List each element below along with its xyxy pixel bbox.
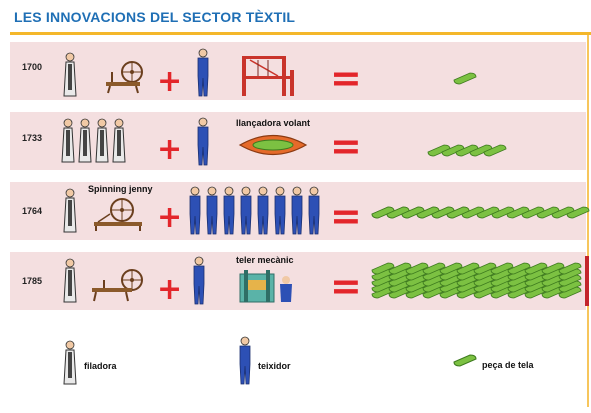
- row-band-1700: [10, 42, 586, 100]
- cloth-piece-icon: [422, 262, 446, 275]
- plus-operator: +: [157, 272, 183, 307]
- spinner-figure-icon: [61, 118, 75, 163]
- weaver-figure-icon: [197, 117, 209, 166]
- cloth-piece-icon: [371, 262, 395, 275]
- page-marker: [585, 256, 589, 306]
- spinner-figure-icon: [78, 118, 92, 163]
- equals-operator: =: [330, 264, 362, 308]
- cloth-piece-icon: [446, 206, 470, 219]
- equals-operator: =: [330, 56, 362, 100]
- cloth-piece-icon: [405, 262, 429, 275]
- cloth-piece-icon: [483, 144, 507, 157]
- cloth-piece-icon: [490, 262, 514, 275]
- plus-operator: +: [157, 200, 183, 235]
- power-loom-icon: [239, 270, 292, 303]
- weaver-figure-icon: [240, 186, 252, 235]
- flying-shuttle-icon: [238, 135, 308, 155]
- title-underline: [10, 32, 591, 35]
- legend-cloth-label: peça de tela: [482, 360, 534, 370]
- legend-weaver-label: teixidor: [258, 361, 291, 371]
- cloth-piece-icon: [558, 280, 582, 293]
- spinner-figure-icon: [112, 118, 126, 163]
- spinning-jenny-icon: [94, 198, 142, 231]
- cloth-piece-icon: [558, 262, 582, 275]
- row-year: 1764: [22, 206, 43, 216]
- row-year: 1700: [22, 62, 43, 72]
- spinning-wheel-icon: [106, 61, 143, 94]
- spinner-figure-icon: [63, 52, 77, 97]
- diagram-title: LES INNOVACIONS DEL SECTOR TÈXTIL: [14, 9, 296, 25]
- row-year: 1733: [22, 133, 43, 143]
- weaver-figure-icon: [291, 186, 303, 235]
- cloth-piece-icon: [439, 262, 463, 275]
- spinner-figure-icon: [63, 188, 77, 233]
- legend-weaver-icon: [239, 336, 251, 385]
- weaver-figure-icon: [189, 186, 201, 235]
- legend-spinner-icon: [63, 340, 77, 385]
- weaver-figure-icon: [308, 186, 320, 235]
- weaver-figure-icon: [193, 256, 205, 305]
- cloth-piece-icon: [507, 262, 531, 275]
- plus-operator: +: [157, 132, 183, 167]
- cloth-piece-icon: [524, 262, 548, 275]
- cloth-piece-icon: [558, 286, 582, 299]
- weaver-figure-icon: [257, 186, 269, 235]
- legend-cloth-icon: [453, 354, 477, 367]
- equals-operator: =: [330, 124, 362, 168]
- spinning-wheel-icon: [92, 269, 143, 302]
- weaver-figure-icon: [223, 186, 235, 235]
- cloth-piece-icon: [558, 268, 582, 281]
- power-loom-label: teler mecànic: [236, 255, 294, 265]
- equals-operator: =: [330, 194, 362, 238]
- cloth-piece-icon: [453, 72, 477, 85]
- weaver-figure-icon: [206, 186, 218, 235]
- row-year: 1785: [22, 276, 43, 286]
- spinning-jenny-label: Spinning jenny: [88, 184, 153, 194]
- flying-shuttle-label: llançadora volant: [236, 118, 311, 128]
- cloth-piece-icon: [541, 262, 565, 275]
- cloth-piece-icon: [558, 274, 582, 287]
- hand-loom-icon: [242, 56, 294, 96]
- spinner-figure-icon: [63, 258, 77, 303]
- legend-spinner-label: filadora: [84, 361, 117, 371]
- weaver-figure-icon: [274, 186, 286, 235]
- plus-operator: +: [157, 64, 183, 99]
- cloth-piece-icon: [566, 206, 590, 219]
- spinner-figure-icon: [95, 118, 109, 163]
- weaver-figure-icon: [197, 48, 209, 97]
- frame-edge: [587, 35, 589, 407]
- cloth-piece-icon: [473, 262, 497, 275]
- cloth-piece-icon: [456, 262, 480, 275]
- cloth-piece-icon: [388, 262, 412, 275]
